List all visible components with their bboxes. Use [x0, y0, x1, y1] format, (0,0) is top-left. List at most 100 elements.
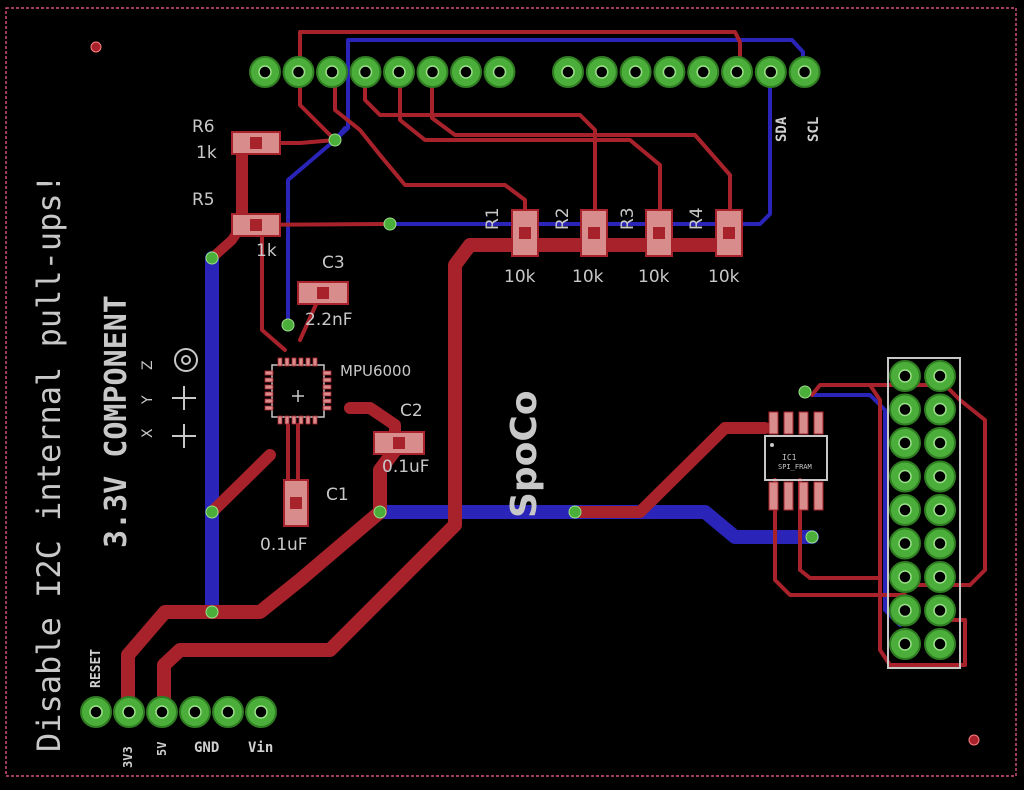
header-pad-hole — [561, 65, 575, 79]
axis-y-label: Y — [140, 395, 156, 405]
qfn-pad — [322, 377, 332, 383]
header-pad-hole — [933, 536, 947, 551]
header-pad-hole — [933, 436, 947, 450]
header-pad-hole — [662, 65, 677, 79]
header-top-left — [249, 56, 516, 88]
pin-gnd-label: GND — [194, 740, 219, 756]
logo-text: SpoCo — [504, 390, 545, 518]
qfn-pad — [298, 415, 304, 425]
header-pad-hole — [933, 570, 947, 584]
header-bottom — [80, 696, 277, 728]
header-pad-hole — [155, 705, 169, 719]
header-pad-hole — [696, 65, 710, 79]
pin-5v-label: 5V — [155, 742, 169, 756]
axis-x-label: X — [140, 428, 156, 438]
r2-name: R2 — [553, 207, 573, 230]
qfn-pad — [322, 370, 332, 376]
pin-vin-label: Vin — [248, 740, 273, 756]
qfn-pad — [305, 357, 311, 367]
c1-value: 0.1uF — [260, 535, 308, 555]
fiducial-markers — [90, 41, 980, 746]
qfn-pad — [264, 384, 274, 390]
header-pad-hole — [392, 65, 406, 79]
smd-pads — [231, 131, 743, 527]
r1-name: R1 — [483, 207, 503, 230]
top-copper-traces — [121, 30, 987, 719]
r2-value: 10k — [572, 267, 604, 287]
header-pad-hole — [898, 603, 912, 618]
pin-3v3-label: 3V3 — [121, 746, 135, 768]
r3-value: 10k — [638, 267, 670, 287]
qfn-pad — [284, 415, 290, 425]
header-pad-hole — [933, 402, 947, 417]
scl-label: SCL — [806, 117, 822, 142]
header-pad-hole — [492, 65, 507, 79]
qfn-pad — [312, 357, 318, 367]
fram-value-label: SPI_FRAM — [778, 463, 812, 471]
qfn-pad — [322, 384, 332, 390]
axis-z-label: Z — [140, 360, 156, 370]
header-pad-hole — [628, 65, 643, 79]
header-pad-hole — [258, 65, 272, 79]
header-pad-hole — [291, 65, 306, 79]
r6-value: 1k — [196, 143, 217, 163]
c3-name: C3 — [322, 253, 345, 273]
header-pad-hole — [595, 65, 609, 79]
c2-value: 0.1uF — [382, 457, 430, 477]
header-pad-hole — [898, 369, 912, 383]
header-top-right — [552, 56, 821, 88]
fram-name-label: IC1 — [782, 453, 797, 462]
header-pad-hole — [797, 65, 812, 79]
header-pad-hole — [933, 469, 947, 484]
header-pad-hole — [254, 705, 268, 719]
header-pad-hole — [358, 65, 373, 79]
qfn-pad — [322, 405, 332, 411]
qfn-pad — [322, 398, 332, 404]
c3-value: 2.2nF — [305, 310, 353, 330]
r5-name: R5 — [192, 190, 215, 210]
header-pad-hole — [89, 705, 103, 719]
qfn-pad — [264, 398, 274, 404]
component-voltage-text: 3.3V COMPONENT — [99, 295, 134, 548]
header-pad-hole — [898, 637, 912, 651]
board-outline — [5, 7, 1017, 777]
header-right-2x9 — [887, 357, 961, 669]
axis-arrows-icon — [172, 386, 196, 448]
header-pad-hole — [425, 65, 440, 79]
mpu6000-chip — [264, 357, 332, 425]
qfn-pad — [264, 405, 274, 411]
sda-label: SDA — [774, 116, 790, 142]
qfn-pad — [264, 391, 274, 397]
c1-name: C1 — [326, 485, 349, 505]
r6-name: R6 — [192, 117, 215, 137]
header-pad-hole — [122, 705, 136, 719]
header-pad-hole — [898, 436, 912, 450]
fram-chip: IC1 SPI_FRAM — [764, 411, 828, 511]
header-pad-hole — [898, 536, 912, 551]
vias — [205, 133, 819, 619]
header-pad-hole — [898, 402, 912, 417]
qfn-pad — [264, 377, 274, 383]
header-right-outline — [887, 357, 961, 669]
header-pad-hole — [221, 705, 235, 719]
r4-value: 10k — [708, 267, 740, 287]
header-pad-hole — [933, 603, 947, 618]
qfn-pad — [291, 415, 297, 425]
bottom-copper-traces — [205, 38, 902, 627]
rotation-icon — [174, 348, 198, 372]
silkscreen: Disable I2C internal pull-ups! 3.3V COMP… — [30, 116, 822, 768]
reset-label: RESET — [89, 649, 104, 688]
r5-value: 1k — [256, 241, 277, 261]
header-pad-hole — [898, 469, 912, 484]
header-pad-hole — [730, 65, 744, 79]
mpu-name: MPU6000 — [340, 362, 411, 380]
qfn-pad — [277, 357, 283, 367]
qfn-pad — [277, 415, 283, 425]
r4-name: R4 — [687, 207, 707, 230]
header-pad-hole — [459, 65, 473, 79]
qfn-pad — [291, 357, 297, 367]
r3-name: R3 — [618, 207, 638, 230]
r1-value: 10k — [504, 267, 536, 287]
header-pad-hole — [188, 705, 202, 719]
